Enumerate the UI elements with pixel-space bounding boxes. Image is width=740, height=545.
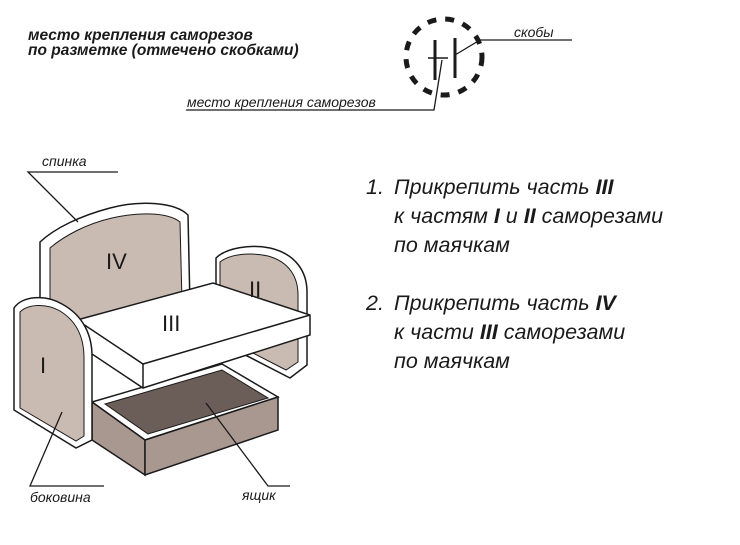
label-part-iii: III (162, 311, 180, 336)
instruction-2-line2-b1: III (479, 320, 498, 344)
box-leader-line (205, 402, 290, 487)
side-leader-line (29, 411, 104, 487)
screw-point-label: место крепления саморезов (187, 94, 376, 110)
instruction-1-line2-b2: II (523, 204, 536, 228)
instruction-1-line2-a: к частям (394, 204, 494, 228)
staples-label: скобы (514, 24, 554, 40)
instruction-2-line1-bold: IV (595, 291, 616, 315)
instruction-1-line1-text: Прикрепить часть (394, 175, 596, 199)
label-part-iv: IV (106, 249, 127, 274)
back-leader-line (26, 171, 118, 223)
part-seat (76, 282, 311, 389)
legend-top-label-line1: место крепления саморезов (28, 27, 253, 44)
screw-point-leader-line (186, 59, 443, 111)
instruction-2: 2. Прикрепить часть IV к части III саморе… (366, 289, 625, 376)
instruction-1-line2-b1: I (493, 204, 500, 228)
staples-leader-line (454, 39, 572, 56)
legend-top-label-line2: по разметке (отмечено скобками) (28, 42, 299, 59)
part-left-side (13, 296, 93, 449)
instruction-1-line3: по маячкам (394, 233, 510, 257)
instruction-2-line1-text: Прикрепить часть (394, 291, 596, 315)
instruction-1: 1.Прикрепить часть III к частям I и II с… (366, 173, 663, 260)
instruction-1-line2-end: саморезами (535, 204, 664, 228)
instruction-2-line2: к части III саморезами (366, 318, 625, 347)
label-part-i: I (40, 353, 46, 378)
side-label: боковина (30, 489, 91, 505)
box-label: ящик (241, 487, 277, 503)
label-part-ii: II (249, 277, 261, 302)
instruction-2-line2-end: саморезами (497, 320, 626, 344)
instruction-1-number: 1. (366, 175, 384, 199)
instruction-1-line1-bold: III (595, 175, 614, 199)
instruction-2-number: 2. (366, 291, 384, 315)
part-drawer-box (90, 363, 280, 477)
instruction-2-line2-a: к части (394, 320, 480, 344)
instruction-1-line2: к частям I и II саморезами (366, 202, 663, 231)
instruction-2-line3: по маячкам (394, 349, 510, 373)
back-label: спинка (42, 153, 87, 169)
instruction-1-line2-mid: и (499, 204, 524, 228)
staple-detail (403, 16, 485, 98)
